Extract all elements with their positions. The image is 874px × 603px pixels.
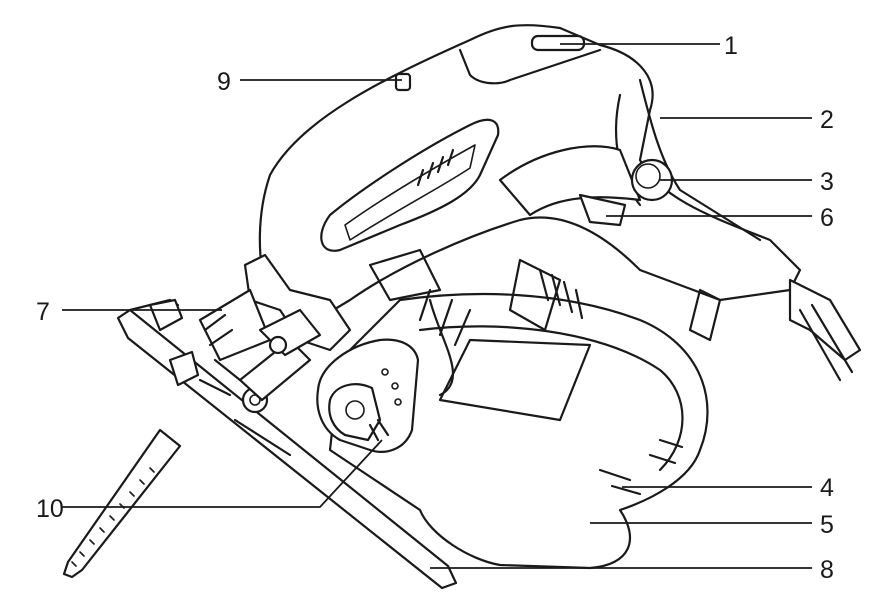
callout-7: 7 (36, 298, 50, 326)
label-panel (438, 338, 592, 422)
motor-housing (328, 288, 709, 570)
callout-4: 4 (820, 474, 834, 502)
callout-1: 1 (724, 32, 738, 60)
dust-port (788, 278, 862, 382)
callout-6: 6 (820, 204, 834, 232)
callout-5: 5 (820, 511, 834, 539)
callout-9: 9 (217, 68, 231, 96)
grip-ribs (416, 148, 455, 187)
grip-panel (320, 118, 500, 252)
main-handle (258, 24, 802, 342)
callout-labels: 1 2 3 6 4 5 8 9 7 10 (36, 32, 834, 584)
callout-2: 2 (820, 106, 834, 134)
blade-guard-area (148, 253, 352, 457)
saw-blade (62, 428, 182, 579)
bevel-adjust-lever (316, 338, 420, 453)
on-off-switch (578, 193, 627, 227)
variable-speed-dial (530, 34, 586, 52)
leader-lines (62, 43, 812, 569)
callout-10: 10 (36, 495, 64, 523)
ventilation-slots (598, 438, 684, 496)
blower-switch (394, 72, 412, 92)
leader-10 (62, 439, 383, 508)
callout-3: 3 (820, 168, 834, 196)
callout-8: 8 (820, 556, 834, 584)
